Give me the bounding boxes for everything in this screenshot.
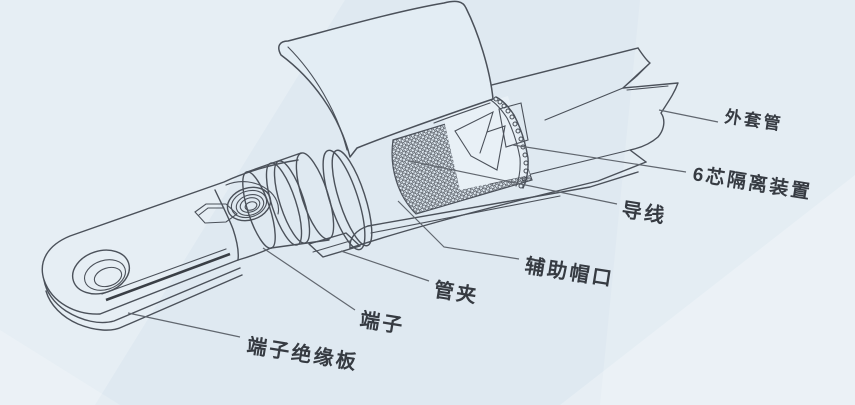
leader-conductor <box>409 160 618 205</box>
leader-terminal <box>262 247 356 311</box>
leader-six-core-isolation <box>512 144 687 173</box>
leader-tube-clamp <box>340 250 430 282</box>
leader-insulation-board <box>127 312 241 338</box>
core-wedges <box>454 102 529 171</box>
insulation-board-edge <box>45 274 243 331</box>
hex-recess <box>194 203 238 224</box>
leader-auxiliary-cap <box>397 200 520 260</box>
leader-outer-sleeve <box>658 109 719 123</box>
bolt-hole <box>71 249 131 295</box>
clamp-tab <box>308 232 361 258</box>
leader-lines <box>127 109 719 338</box>
label-terminal-insulation-board: 端子绝缘板 <box>245 333 360 374</box>
isolation-device-ring <box>488 96 529 189</box>
label-auxiliary-cap-mouth: 辅助帽口 <box>523 253 616 291</box>
outer-sleeve-tube <box>467 47 679 163</box>
clamp-barrel <box>242 149 373 258</box>
torn-end <box>622 47 679 163</box>
label-terminal: 端子 <box>358 308 406 338</box>
insulation-board-dark-edge <box>105 252 231 302</box>
label-tube-clamp: 管夹 <box>432 277 480 308</box>
terminal-lug <box>41 159 299 331</box>
peeled-cover-shell <box>278 0 494 158</box>
